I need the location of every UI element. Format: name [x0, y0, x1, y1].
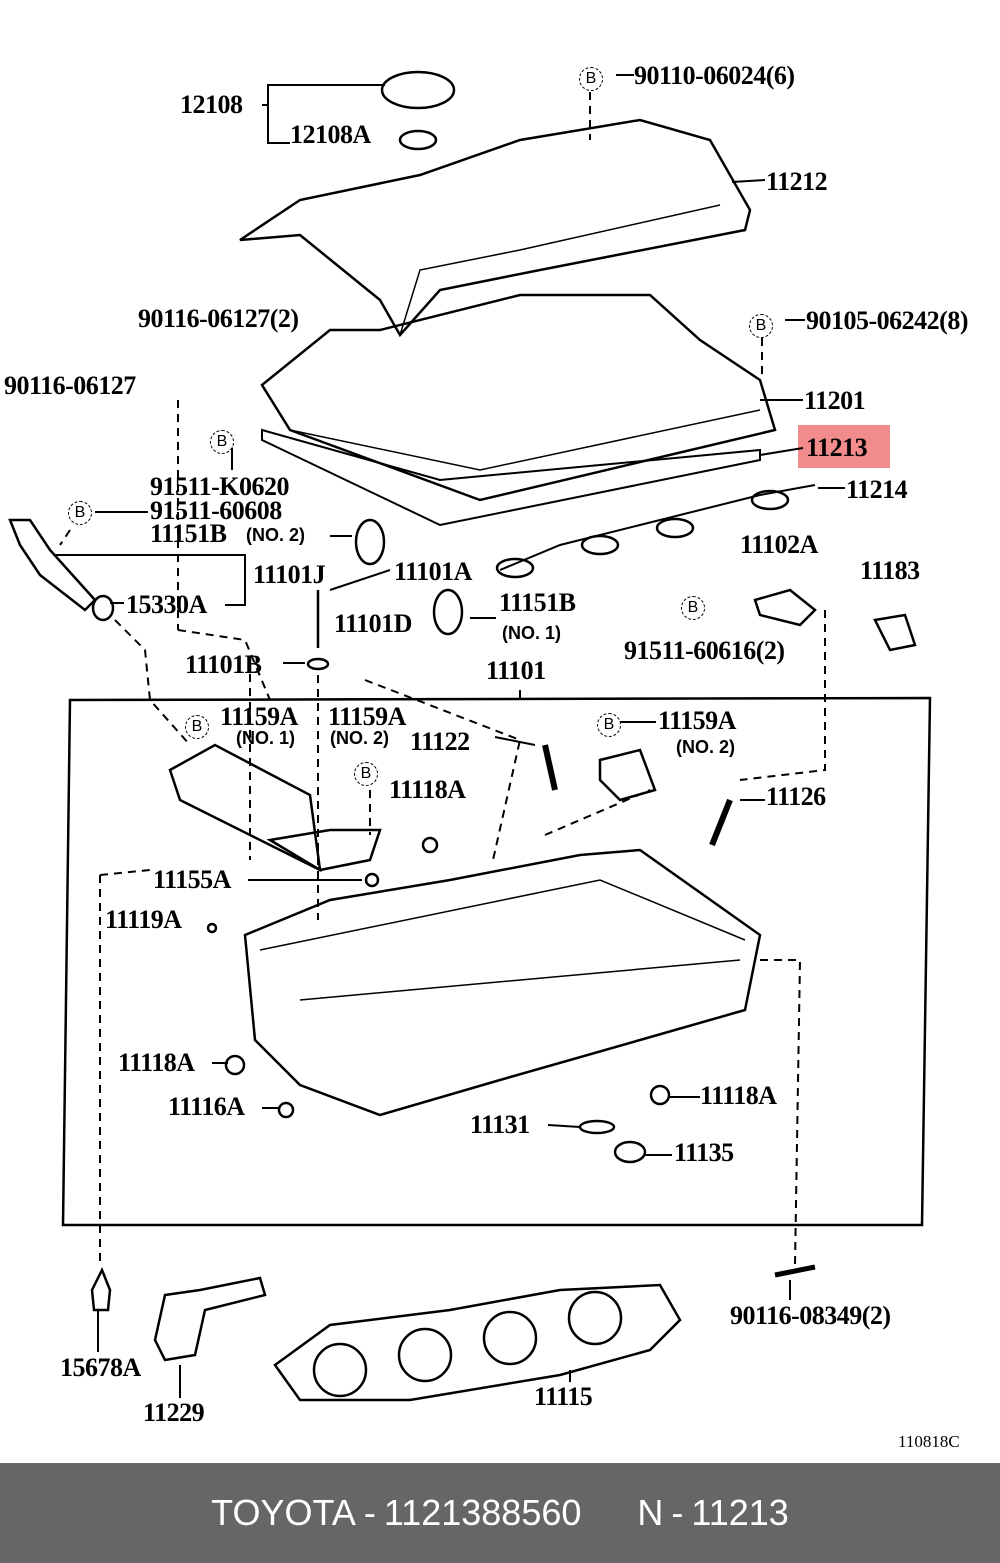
part-sublabel: (NO. 2)	[330, 728, 390, 748]
part-label[interactable]: 12108A	[290, 120, 371, 149]
parts-illustration	[8, 70, 932, 1402]
part-label[interactable]: 11135	[674, 1138, 734, 1167]
ref-prefix: N	[637, 1492, 664, 1533]
part-label[interactable]: 90105-06242(8)	[806, 306, 968, 335]
bolt-marker: B	[597, 713, 621, 737]
part-label[interactable]: 12108	[180, 90, 243, 119]
cylinder-head	[243, 848, 762, 1117]
part-label[interactable]: 11101J	[253, 560, 326, 589]
part-label[interactable]: 91511-K0620	[150, 472, 289, 501]
part-sublabel: (NO. 2)	[246, 525, 306, 545]
part-label[interactable]: 11118A	[118, 1048, 195, 1077]
highlight-box	[798, 425, 890, 468]
part-label-highlighted[interactable]: 11213	[806, 433, 868, 462]
part-label[interactable]: 11115	[534, 1382, 593, 1411]
oil-seal-no1	[432, 588, 464, 636]
part-sublabel: (NO. 2)	[676, 737, 736, 757]
part-sublabel: (NO. 1)	[502, 623, 562, 643]
bracket-gasket	[153, 1276, 267, 1362]
part-label[interactable]: 90110-06024(6)	[634, 61, 795, 90]
part-label[interactable]: 90116-06127	[4, 371, 136, 400]
part-label[interactable]: 11159A	[658, 706, 736, 735]
separator: -	[363, 1492, 376, 1533]
part-label[interactable]: 11159A	[220, 702, 298, 731]
part-label[interactable]: 11201	[804, 386, 866, 415]
part-label[interactable]: 11212	[766, 167, 828, 196]
bolt-marker: B	[210, 430, 234, 454]
brand: TOYOTA	[211, 1492, 356, 1533]
parts-diagram: B B B B B B B B 12108 12108A 90110-06024…	[4, 61, 968, 1452]
oil-control-valve	[8, 518, 97, 612]
part-label[interactable]: 11101D	[334, 609, 412, 638]
cap-plug	[873, 613, 917, 652]
part-label[interactable]: 11118A	[700, 1081, 777, 1110]
bolt-marker: B	[354, 762, 378, 786]
part-sublabel: (NO. 1)	[236, 728, 296, 748]
bolt-marker: B	[68, 501, 92, 525]
sensor	[753, 588, 817, 627]
bolt-marker: B	[185, 715, 209, 739]
bolt-marker: B	[579, 67, 603, 91]
part-label[interactable]: 11101A	[394, 557, 472, 586]
cylinder-head-gasket	[273, 1283, 682, 1402]
part-label[interactable]: 90116-06127(2)	[138, 304, 299, 333]
part-number: 1121388560	[383, 1492, 582, 1533]
oil-seal-no2	[354, 518, 386, 566]
part-label[interactable]: 11151B	[499, 588, 576, 617]
head-cover-gasket	[261, 428, 761, 527]
plug-15678A	[90, 1266, 112, 1312]
part-label[interactable]: 11126	[766, 782, 826, 811]
part-label[interactable]: 11159A	[328, 702, 406, 731]
part-label[interactable]: 11183	[860, 556, 920, 585]
oil-filler-cap	[380, 70, 456, 110]
part-label[interactable]: 11151B	[150, 519, 227, 548]
cap-gasket	[398, 129, 438, 151]
part-label[interactable]: 91511-60616(2)	[624, 636, 785, 665]
cylinder-head-cover	[260, 293, 777, 502]
part-label[interactable]: 11119A	[105, 905, 182, 934]
bolt-marker: B	[681, 596, 705, 620]
part-label[interactable]: 15330A	[126, 590, 207, 619]
part-label[interactable]: 15678A	[60, 1353, 141, 1382]
part-label[interactable]: 91511-60608	[150, 496, 282, 525]
engine-cover	[239, 118, 752, 338]
part-label[interactable]: 11116A	[168, 1092, 245, 1121]
part-label[interactable]: 11101B	[185, 650, 262, 679]
camshaft-bearing-cap-no1	[168, 743, 322, 873]
part-label[interactable]: 11118A	[389, 775, 466, 804]
part-label[interactable]: 11102A	[740, 530, 818, 559]
illustration-code: 110818C	[898, 1432, 960, 1451]
part-label[interactable]: 11101	[486, 656, 546, 685]
part-label[interactable]: 90116-08349(2)	[730, 1301, 891, 1330]
bolt-marker: B	[749, 314, 773, 338]
separator: -	[671, 1492, 684, 1533]
cylinder-head-group-box	[61, 696, 932, 1227]
part-label[interactable]: 11229	[143, 1398, 205, 1427]
part-label[interactable]: 11122	[410, 727, 470, 756]
part-label[interactable]: 11155A	[153, 865, 231, 894]
part-label[interactable]: 11131	[470, 1110, 530, 1139]
part-label[interactable]: 11214	[846, 475, 908, 504]
footer-bar: TOYOTA - 1121388560 N - 11213	[0, 1463, 1000, 1563]
camshaft-bearing-cap-no2	[598, 748, 657, 802]
ref-number: 11213	[691, 1492, 789, 1533]
